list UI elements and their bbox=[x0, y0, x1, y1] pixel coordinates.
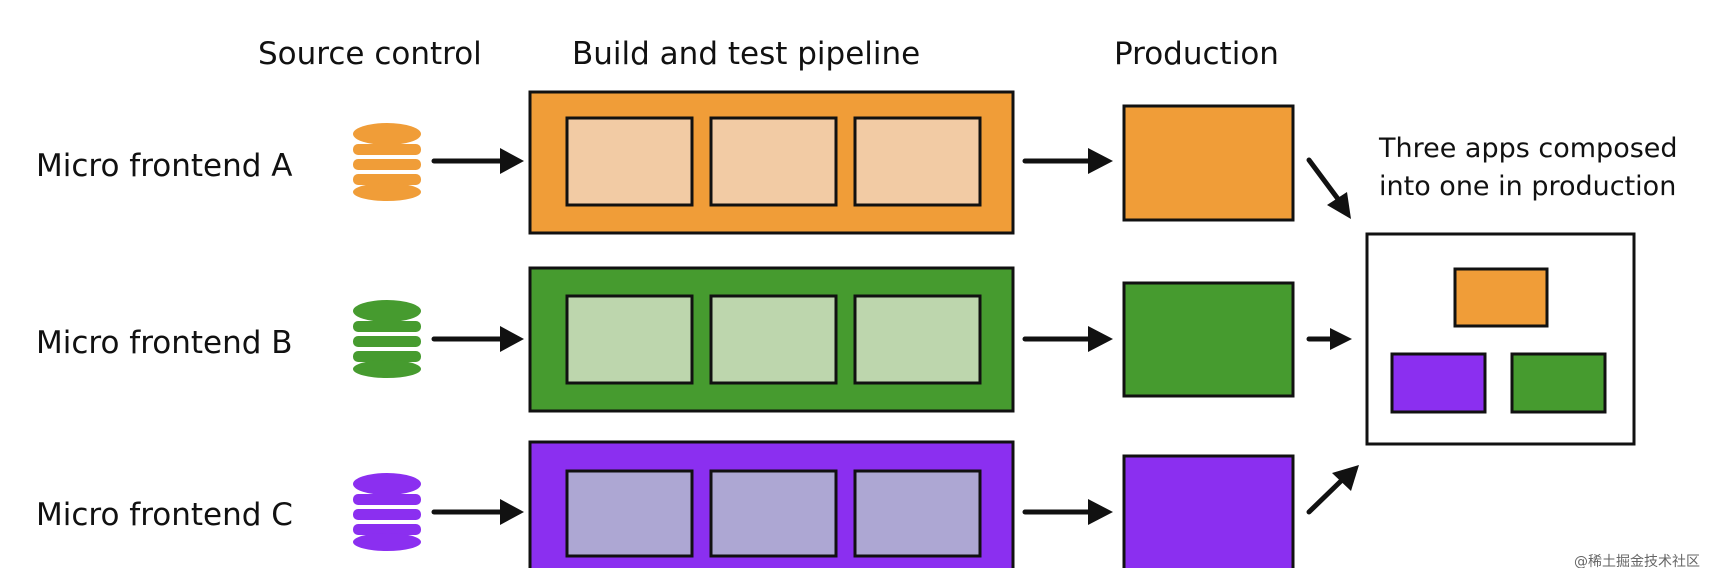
pipeline-stage bbox=[853, 294, 982, 385]
header-production: Production bbox=[1114, 36, 1279, 72]
row-label-b: Micro frontend B bbox=[36, 325, 293, 361]
composed-part-b bbox=[1510, 352, 1607, 414]
pipeline-stage bbox=[565, 116, 694, 207]
pipeline-stage bbox=[709, 469, 838, 558]
pipeline-stage bbox=[853, 469, 982, 558]
arrow-b-to-composed bbox=[1306, 328, 1352, 350]
row-label-c: Micro frontend C bbox=[36, 497, 293, 533]
row-micro-frontend-c: Micro frontend C bbox=[36, 440, 1295, 568]
arrow-source-to-pipeline-a bbox=[431, 148, 524, 174]
header-source-control: Source control bbox=[258, 36, 482, 72]
pipeline-c bbox=[528, 440, 1015, 568]
header-build-test-pipeline: Build and test pipeline bbox=[572, 36, 920, 72]
row-label-a: Micro frontend A bbox=[36, 148, 293, 184]
arrow-pipeline-to-production-b bbox=[1022, 326, 1113, 352]
arrow-c-to-composed bbox=[1306, 465, 1359, 515]
watermark: @稀土掘金技术社区 bbox=[1574, 554, 1700, 568]
pipeline-stage bbox=[709, 116, 838, 207]
pipeline-stage bbox=[853, 116, 982, 207]
pipeline-b bbox=[528, 266, 1015, 413]
arrow-source-to-pipeline-c bbox=[431, 499, 524, 525]
arrow-source-to-pipeline-b bbox=[431, 326, 524, 352]
pipeline-stage bbox=[565, 294, 694, 385]
arrow-pipeline-to-production-c bbox=[1022, 499, 1113, 525]
production-box-b bbox=[1122, 281, 1295, 398]
row-micro-frontend-b: Micro frontend B bbox=[36, 266, 1295, 413]
production-box-c bbox=[1122, 454, 1295, 568]
database-icon bbox=[353, 473, 421, 551]
database-icon bbox=[353, 123, 421, 201]
production-box-a bbox=[1122, 104, 1295, 222]
pipeline-stage bbox=[709, 294, 838, 385]
composed-note-line1: Three apps composed bbox=[1378, 133, 1678, 164]
composed-note-line2: into one in production bbox=[1379, 171, 1676, 202]
pipeline-stage bbox=[565, 469, 694, 558]
arrow-a-to-composed bbox=[1306, 157, 1351, 219]
arrow-pipeline-to-production-a bbox=[1022, 148, 1113, 174]
database-icon bbox=[353, 300, 421, 378]
composed-part-a bbox=[1453, 267, 1549, 328]
row-micro-frontend-a: Micro frontend A bbox=[36, 90, 1295, 235]
pipeline-a bbox=[528, 90, 1015, 235]
composed-part-c bbox=[1390, 352, 1487, 414]
composed-app bbox=[1365, 232, 1636, 446]
